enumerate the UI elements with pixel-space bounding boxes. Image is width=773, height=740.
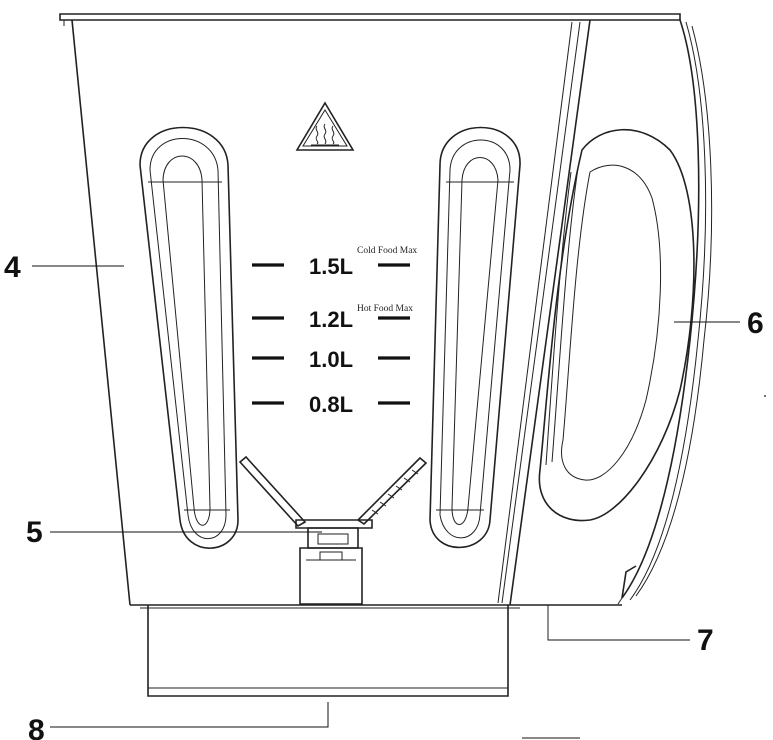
scale-label-0-8: 0.8L <box>309 392 353 417</box>
callout-5: 5 <box>26 516 43 549</box>
hot-surface-warning-icon <box>295 101 355 151</box>
callout-leaders <box>32 265 740 739</box>
right-view-window <box>429 126 521 549</box>
hot-food-max-label: Hot Food Max <box>357 304 413 314</box>
jar-rim <box>59 13 681 26</box>
scale-label-1-0: 1.0L <box>309 347 353 372</box>
jar-base <box>140 605 690 697</box>
cold-food-max-label: Cold Food Max <box>357 246 417 256</box>
speck <box>764 395 766 397</box>
left-view-window <box>139 126 239 549</box>
jar-handle <box>538 19 713 605</box>
volume-scale: 1.5L Cold Food Max 1.2L Hot Food Max 1.0… <box>252 246 417 417</box>
scale-label-1-2: 1.2L <box>309 307 353 332</box>
callout-7: 7 <box>697 624 714 657</box>
leader-8 <box>50 702 329 728</box>
jar-body <box>71 19 622 606</box>
callout-4: 4 <box>4 251 21 284</box>
callout-6: 6 <box>747 307 764 340</box>
callout-8: 8 <box>28 714 45 740</box>
scale-label-1-5: 1.5L <box>309 254 353 279</box>
blade-assembly <box>238 455 428 605</box>
